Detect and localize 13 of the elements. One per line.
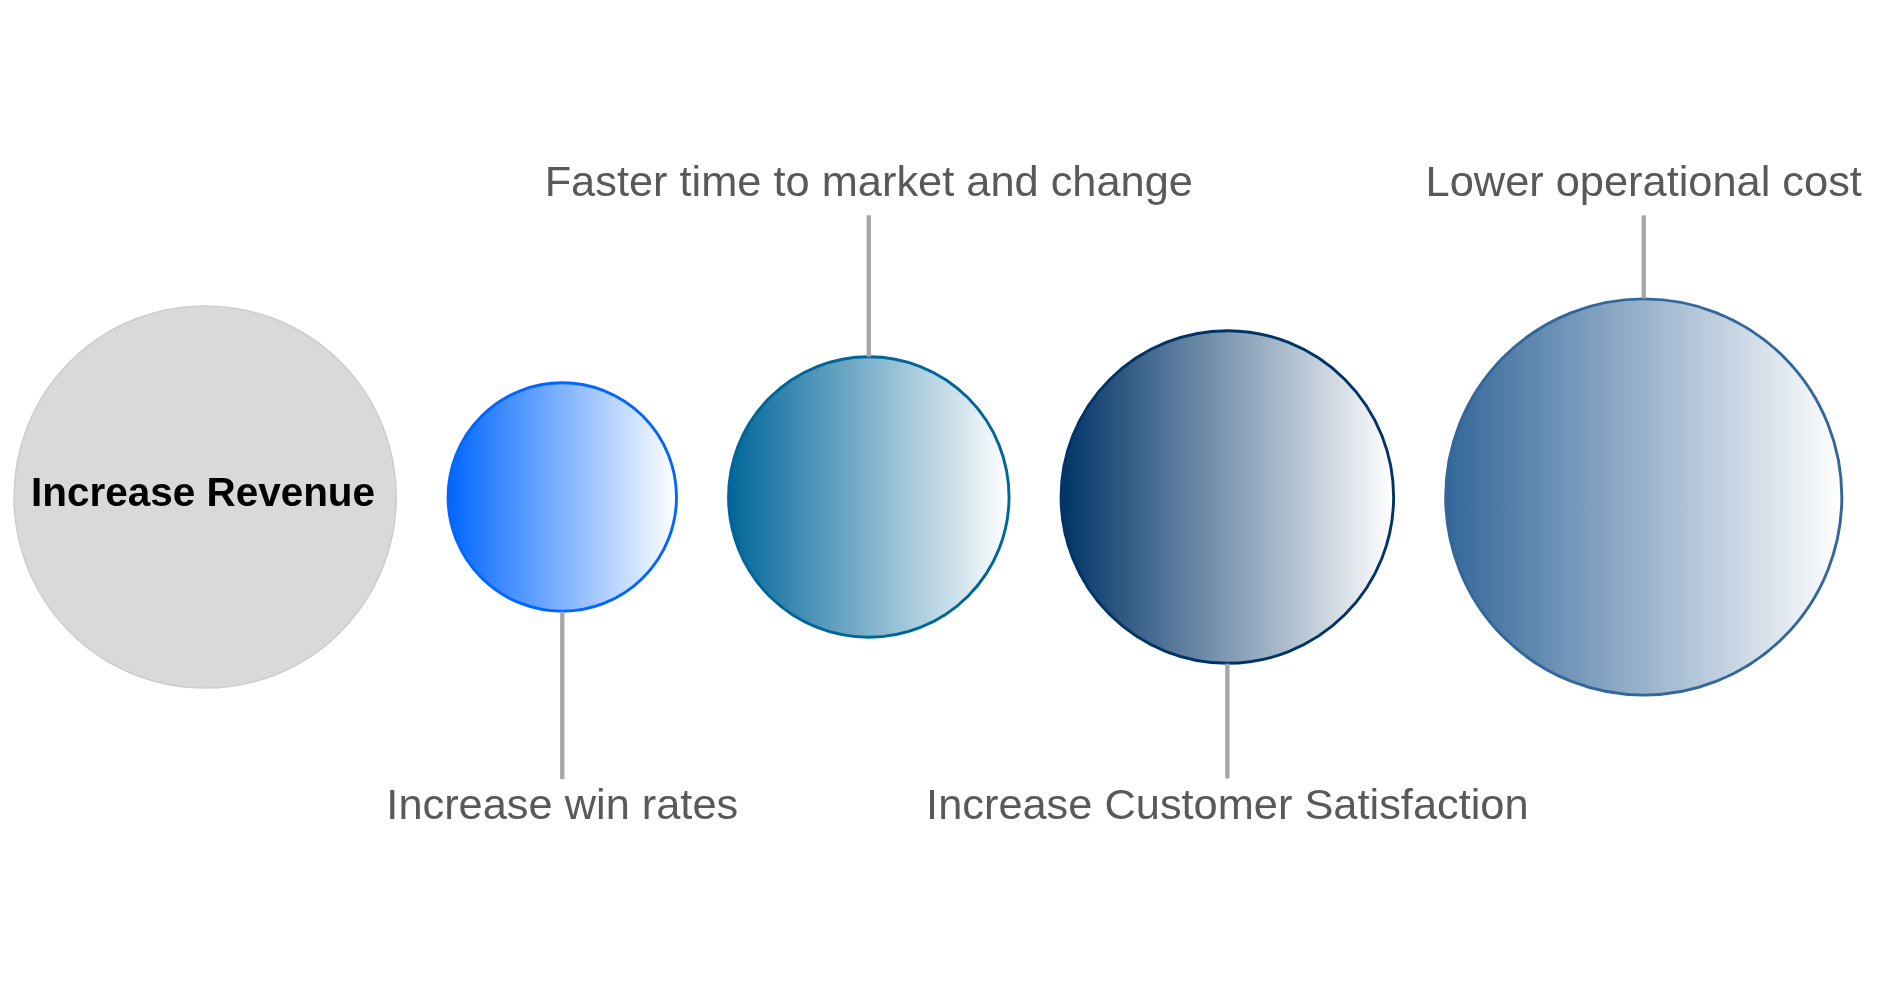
node-crescent <box>446 381 678 613</box>
node-crescent <box>1444 297 1844 697</box>
connector <box>1641 215 1646 299</box>
node-crescent <box>727 355 1011 639</box>
node-text: Lower operational cost <box>1425 157 1862 206</box>
node-text: Faster time to market and change <box>544 157 1193 206</box>
connector <box>866 215 871 357</box>
node-circle: Increase Revenue <box>13 305 397 689</box>
node-text: Increase Customer Satisfaction <box>926 780 1529 829</box>
node-text: Increase win rates <box>386 780 739 829</box>
connector <box>560 611 565 779</box>
connector <box>1225 663 1230 779</box>
node-crescent <box>1059 329 1396 665</box>
